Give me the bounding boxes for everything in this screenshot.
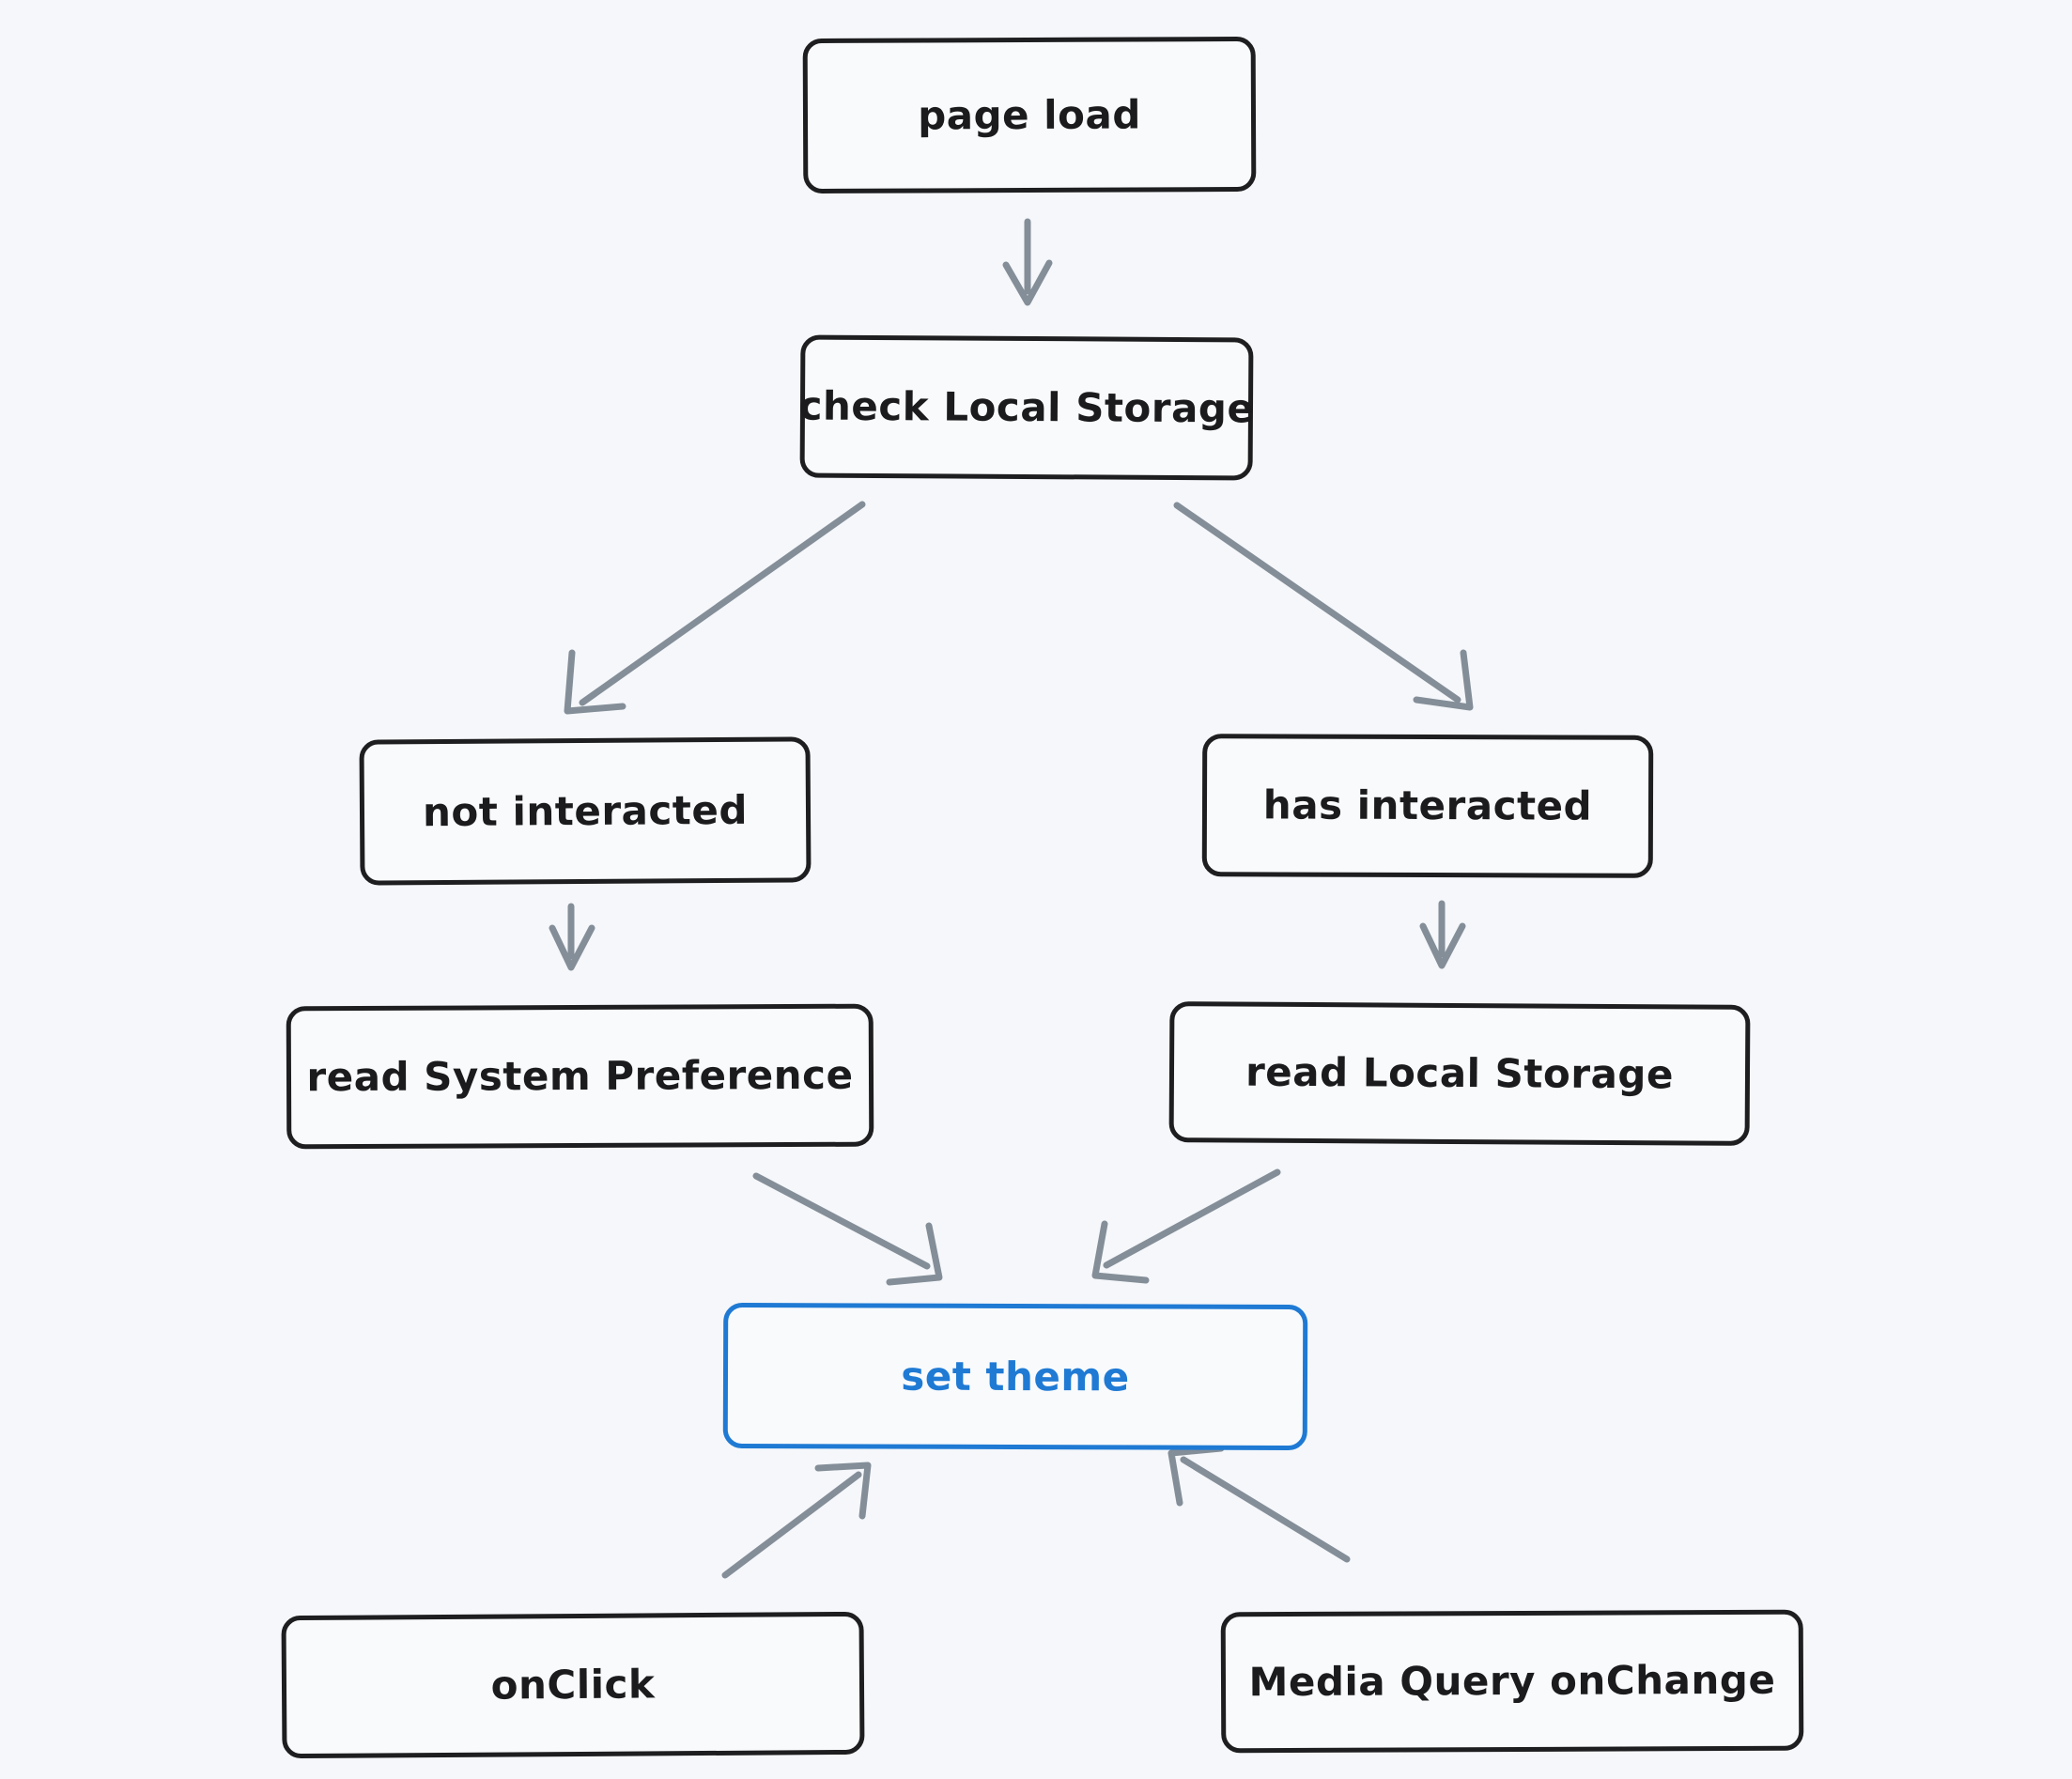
edge-page-load-to-check-local-storage: [1002, 218, 1053, 306]
edge-read-local-storage-to-set-theme: [1091, 1168, 1281, 1284]
node-label: has interacted: [1262, 781, 1593, 829]
node-media-query-onchange[interactable]: Media Query onChange: [1220, 1609, 1804, 1754]
node-label: page load: [918, 90, 1141, 139]
node-label: check Local Storage: [798, 382, 1255, 432]
edge-media-query-to-set-theme: [1167, 1445, 1351, 1563]
edge-has-interacted-to-read-local-storage: [1419, 900, 1466, 969]
node-set-theme[interactable]: set theme: [722, 1302, 1308, 1451]
node-has-interacted[interactable]: has interacted: [1201, 734, 1654, 878]
edge-not-interacted-to-read-system-preference: [549, 903, 595, 971]
node-label: set theme: [901, 1353, 1130, 1400]
node-label: not interacted: [422, 786, 749, 835]
edge-check-local-storage-to-has-interacted: [1173, 502, 1474, 711]
node-label: onClick: [490, 1661, 656, 1709]
node-not-interacted[interactable]: not interacted: [359, 736, 812, 886]
edge-read-system-preference-to-set-theme: [752, 1172, 943, 1286]
node-label: Media Query onChange: [1248, 1656, 1776, 1706]
node-label: read System Preference: [306, 1051, 854, 1101]
node-label: read Local Storage: [1245, 1048, 1675, 1098]
node-check-local-storage[interactable]: check Local Storage: [798, 334, 1255, 481]
node-page-load[interactable]: page load: [802, 36, 1257, 194]
node-read-system-preference[interactable]: read System Preference: [286, 1003, 874, 1150]
node-read-local-storage[interactable]: read Local Storage: [1168, 1001, 1751, 1146]
edge-on-click-to-set-theme: [721, 1462, 872, 1579]
edge-check-local-storage-to-not-interacted: [564, 501, 866, 715]
node-on-click[interactable]: onClick: [281, 1611, 865, 1759]
